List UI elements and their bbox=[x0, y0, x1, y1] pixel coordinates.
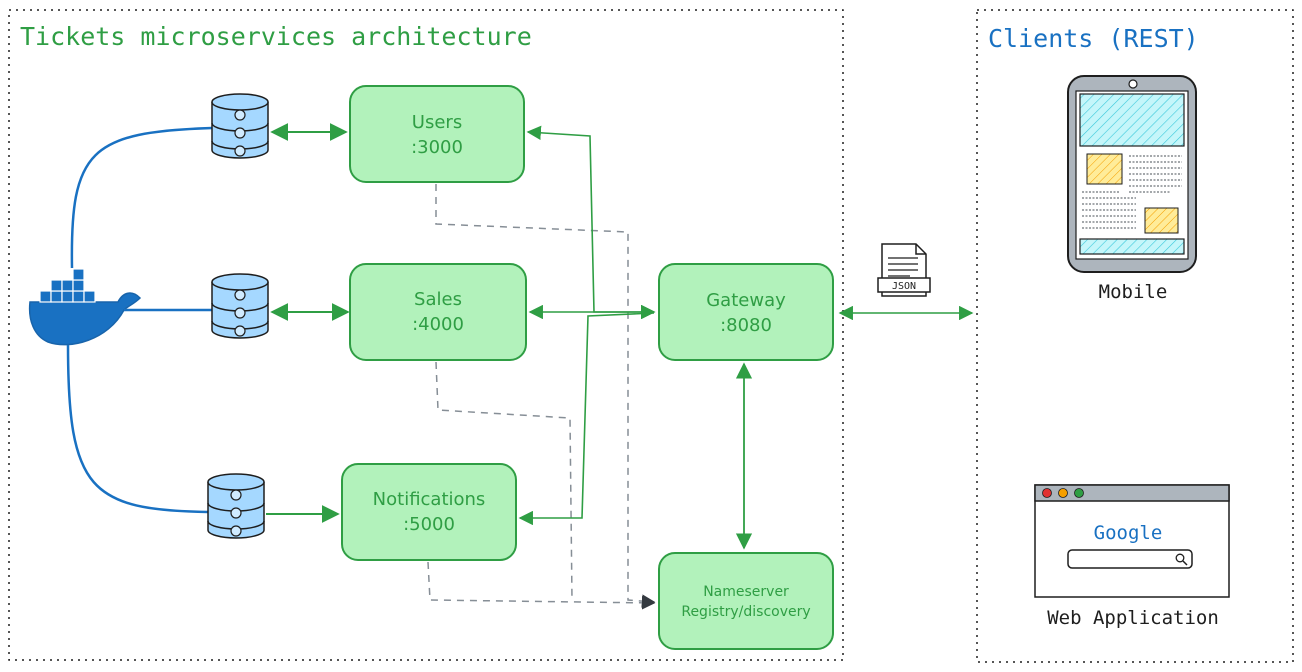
users-service-port: :3000 bbox=[411, 137, 463, 158]
gateway-name: Gateway bbox=[706, 290, 786, 311]
docker-to-users-db-edge bbox=[70, 126, 213, 269]
users-database-icon bbox=[211, 93, 269, 159]
nameserver-node: Nameserver Registry/discovery bbox=[658, 552, 834, 650]
notifications-service-node: Notifications :5000 bbox=[341, 463, 517, 561]
json-document-icon: JSON bbox=[877, 243, 931, 297]
docker-whale-icon bbox=[28, 268, 142, 346]
browser-window-icon: Google bbox=[1034, 484, 1230, 598]
google-logo: Google bbox=[1094, 522, 1163, 544]
users-registration-edge bbox=[435, 184, 656, 608]
web-application-label: Web Application bbox=[1047, 607, 1219, 629]
notifications-database-icon bbox=[207, 473, 265, 539]
json-label: JSON bbox=[892, 281, 916, 292]
sales-service-port: :4000 bbox=[412, 314, 464, 335]
search-box bbox=[1067, 549, 1193, 569]
notifications-registration-edge bbox=[427, 561, 656, 610]
gateway-port: :8080 bbox=[720, 315, 772, 336]
users-service-node: Users :3000 bbox=[349, 85, 525, 183]
sales-service-name: Sales bbox=[414, 289, 462, 310]
gateway-users-route bbox=[526, 125, 656, 320]
clients-title: Clients (REST) bbox=[988, 24, 1199, 53]
architecture-title: Tickets microservices architecture bbox=[20, 22, 532, 51]
sales-database-icon bbox=[211, 273, 269, 339]
docker-to-notifications-db-edge bbox=[66, 344, 209, 514]
sales-service-node: Sales :4000 bbox=[349, 263, 527, 361]
users-service-name: Users bbox=[412, 112, 462, 133]
gateway-notifications-route bbox=[518, 312, 655, 526]
mobile-phone-icon bbox=[1067, 75, 1197, 273]
nameserver-line2: Registry/discovery bbox=[681, 604, 810, 620]
mobile-label: Mobile bbox=[1099, 281, 1168, 303]
clients-container bbox=[976, 9, 1294, 663]
notifications-service-name: Notifications bbox=[373, 489, 486, 510]
notifications-service-port: :5000 bbox=[403, 514, 455, 535]
gateway-node: Gateway :8080 bbox=[658, 263, 834, 361]
search-icon bbox=[1175, 553, 1188, 566]
nameserver-line1: Nameserver bbox=[703, 584, 789, 600]
